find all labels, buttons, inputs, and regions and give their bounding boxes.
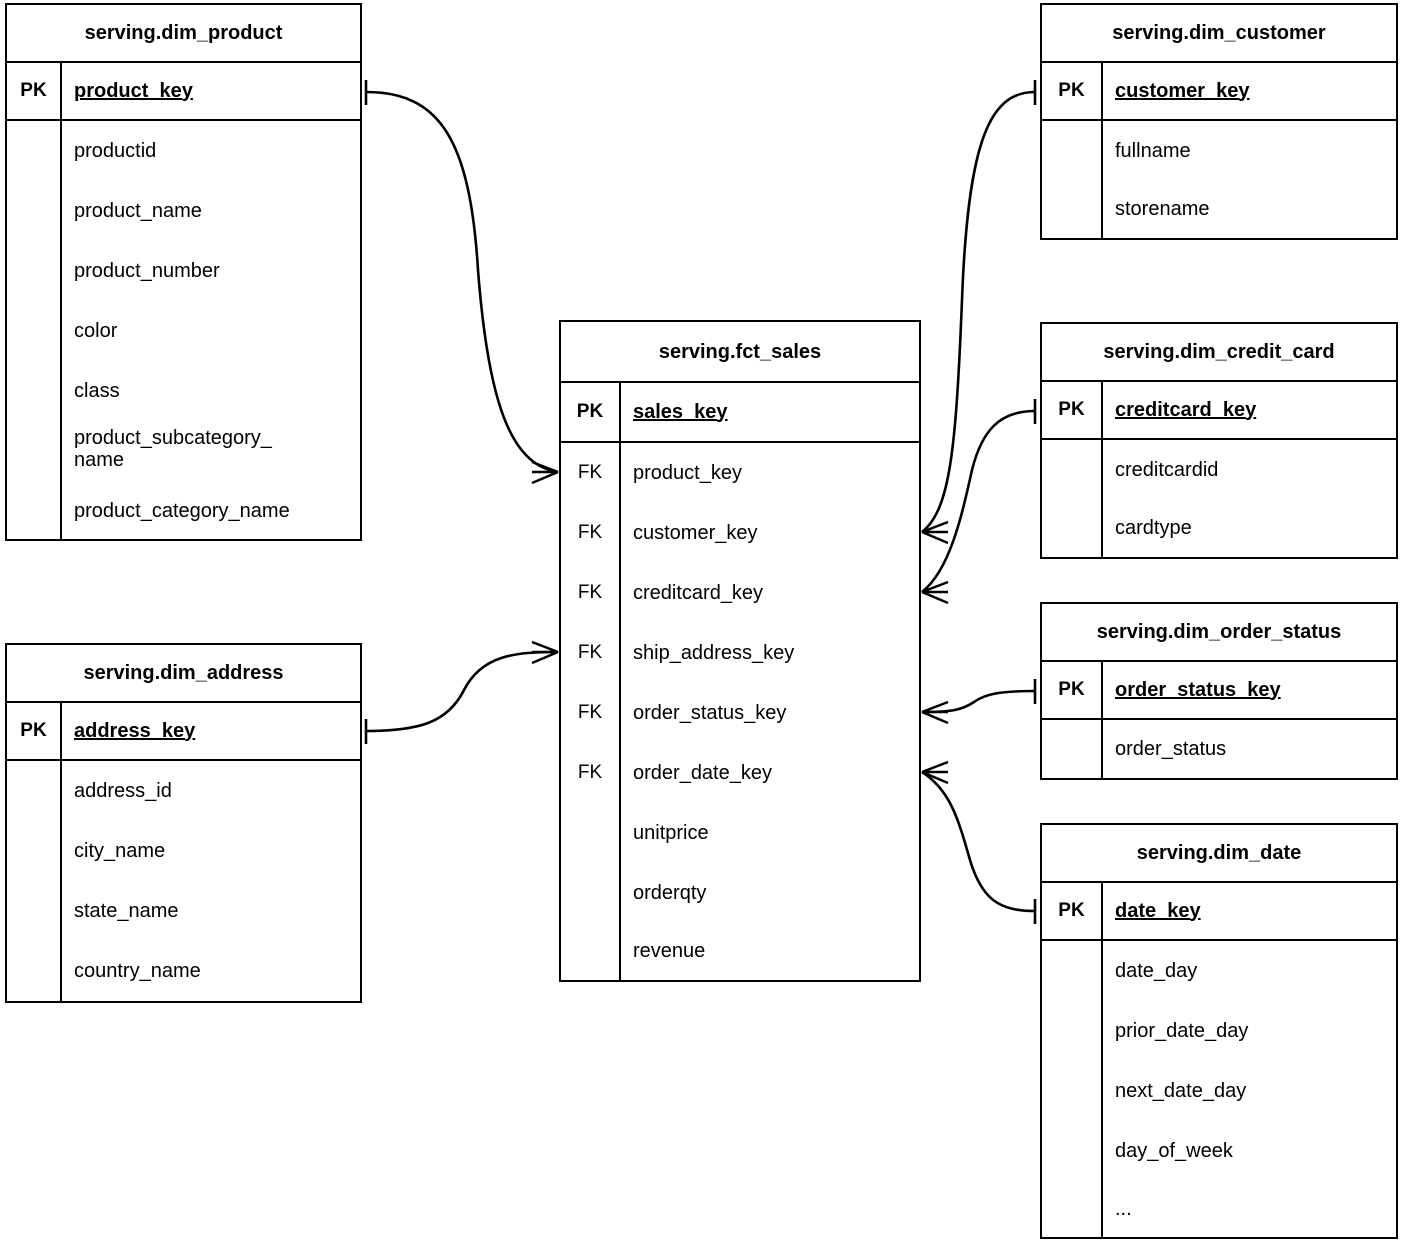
entity-dim-date[interactable]: serving.dim_date PK date_key date_day pr… <box>1040 823 1398 1239</box>
pk-badge: PK <box>7 63 62 119</box>
attributes-dim-address: address_id city_name state_name country_… <box>7 761 360 1001</box>
attribute-row: address_id <box>74 779 172 802</box>
measure-row: unitprice <box>633 821 709 844</box>
column-name-column: product_key customer_key creditcard_key … <box>621 443 919 980</box>
pk-column-name: date_key <box>1115 899 1201 922</box>
pk-badge: PK <box>1042 63 1103 119</box>
attributes-dim-date: date_day prior_date_day next_date_day da… <box>1042 941 1396 1237</box>
attribute-name-column: date_day prior_date_day next_date_day da… <box>1103 941 1396 1237</box>
relationship-customer-to-sales <box>921 80 1037 545</box>
pk-column-name: creditcard_key <box>1115 398 1257 421</box>
fk-badge: FK <box>577 642 603 663</box>
entity-title-dim-order-status: serving.dim_order_status <box>1042 604 1396 662</box>
pk-row-dim-credit-card: PK creditcard_key <box>1042 382 1396 440</box>
fk-badge: FK <box>577 462 603 483</box>
fk-column-row: creditcard_key <box>633 581 764 604</box>
attribute-row: cardtype <box>1115 517 1192 540</box>
pk-badge: PK <box>1042 662 1103 718</box>
fk-column-row: product_key <box>633 461 742 484</box>
attribute-key-column <box>1042 440 1103 557</box>
entity-title-dim-address: serving.dim_address <box>7 645 360 703</box>
entity-title-dim-product: serving.dim_product <box>7 5 360 63</box>
attributes-dim-customer: fullname storename <box>1042 121 1396 238</box>
relationship-product-to-sales <box>364 80 559 485</box>
attribute-row: date_day <box>1115 959 1198 982</box>
attribute-name-column: order_status <box>1103 720 1396 778</box>
pk-column-name: sales_key <box>633 400 728 423</box>
relationship-orderstatus-to-sales <box>921 679 1037 725</box>
attribute-name-column: productid product_name product_number co… <box>62 121 360 539</box>
pk-row-dim-customer: PK customer_key <box>1042 63 1396 121</box>
attribute-row: product_subcategory_ name <box>74 427 272 472</box>
pk-row-fct-sales: PK sales_key <box>561 383 919 443</box>
entity-dim-order-status[interactable]: serving.dim_order_status PK order_status… <box>1040 602 1398 780</box>
attribute-key-column <box>7 761 62 1001</box>
attribute-key-column <box>1042 941 1103 1237</box>
entity-title-dim-date: serving.dim_date <box>1042 825 1396 883</box>
fk-key-column: FK FK FK FK FK FK <box>561 443 621 980</box>
pk-column-name: address_key <box>74 719 196 742</box>
pk-column-name: product_key <box>74 79 193 102</box>
pk-row-dim-product: PK product_key <box>7 63 360 121</box>
fk-badge: FK <box>577 762 603 783</box>
relationship-date-to-sales <box>921 760 1037 924</box>
fk-badge: FK <box>577 702 603 723</box>
entity-title-fct-sales: serving.fct_sales <box>561 322 919 383</box>
fk-column-row: ship_address_key <box>633 641 795 664</box>
attribute-row: creditcardid <box>1115 458 1219 481</box>
attribute-name-column: fullname storename <box>1103 121 1396 238</box>
attribute-row: fullname <box>1115 139 1191 162</box>
attribute-name-column: creditcardid cardtype <box>1103 440 1396 557</box>
relationship-creditcard-to-sales <box>921 399 1037 605</box>
pk-badge: PK <box>561 383 621 441</box>
entity-dim-address[interactable]: serving.dim_address PK address_key addre… <box>5 643 362 1003</box>
entity-fct-sales[interactable]: serving.fct_sales PK sales_key FK FK FK … <box>559 320 921 982</box>
entity-title-dim-customer: serving.dim_customer <box>1042 5 1396 63</box>
attribute-row: prior_date_day <box>1115 1019 1249 1042</box>
fk-badge: FK <box>577 522 603 543</box>
attribute-row: storename <box>1115 198 1210 221</box>
attribute-key-column <box>1042 121 1103 238</box>
pk-badge: PK <box>1042 883 1103 939</box>
attribute-key-column <box>7 121 62 539</box>
attribute-key-column <box>1042 720 1103 778</box>
entity-title-dim-credit-card: serving.dim_credit_card <box>1042 324 1396 382</box>
measure-row: orderqty <box>633 881 707 904</box>
attribute-row: class <box>74 379 120 402</box>
columns-fct-sales: FK FK FK FK FK FK product_key customer_k… <box>561 443 919 980</box>
attribute-row: productid <box>74 139 157 162</box>
pk-column-name: customer_key <box>1115 79 1250 102</box>
attribute-row: product_category_name <box>74 500 290 523</box>
attributes-dim-product: productid product_name product_number co… <box>7 121 360 539</box>
attribute-row: state_name <box>74 899 179 922</box>
attribute-row: city_name <box>74 839 166 862</box>
pk-row-dim-order-status: PK order_status_key <box>1042 662 1396 720</box>
attribute-row: order_status <box>1115 737 1227 760</box>
measure-row: revenue <box>633 940 706 963</box>
attribute-row: day_of_week <box>1115 1139 1233 1162</box>
pk-row-dim-date: PK date_key <box>1042 883 1396 941</box>
attribute-row-ellipsis: ... <box>1115 1197 1132 1220</box>
attribute-row: product_number <box>74 259 220 282</box>
fk-column-row: order_status_key <box>633 701 787 724</box>
attribute-name-column: address_id city_name state_name country_… <box>62 761 360 1001</box>
attributes-dim-order-status: order_status <box>1042 720 1396 778</box>
pk-column-name: order_status_key <box>1115 678 1281 701</box>
attribute-row: country_name <box>74 959 201 982</box>
attribute-row: product_name <box>74 199 202 222</box>
attribute-row: color <box>74 319 118 342</box>
fk-column-row: customer_key <box>633 521 758 544</box>
pk-badge: PK <box>1042 382 1103 438</box>
pk-badge: PK <box>7 703 62 759</box>
entity-dim-product[interactable]: serving.dim_product PK product_key produ… <box>5 3 362 541</box>
attribute-row: next_date_day <box>1115 1079 1247 1102</box>
entity-dim-credit-card[interactable]: serving.dim_credit_card PK creditcard_ke… <box>1040 322 1398 559</box>
attributes-dim-credit-card: creditcardid cardtype <box>1042 440 1396 557</box>
fk-badge: FK <box>577 582 603 603</box>
pk-row-dim-address: PK address_key <box>7 703 360 761</box>
relationship-address-to-sales <box>364 640 559 744</box>
entity-dim-customer[interactable]: serving.dim_customer PK customer_key ful… <box>1040 3 1398 240</box>
fk-column-row: order_date_key <box>633 761 772 784</box>
